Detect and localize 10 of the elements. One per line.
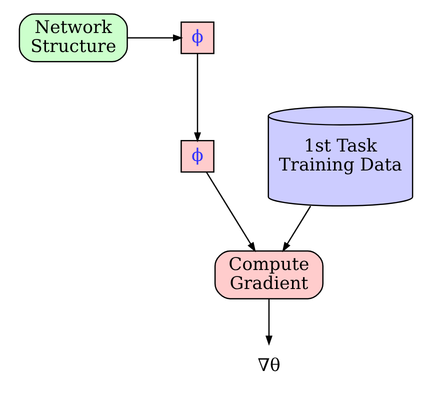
node-box: Network Structure: [18, 12, 128, 62]
arrow: [194, 53, 202, 142]
arrow: [282, 205, 312, 252]
arrow: [128, 34, 184, 41]
node-text: ∇θ: [258, 356, 280, 376]
arrow: [206, 171, 256, 252]
node-box: Compute Gradient: [214, 250, 324, 299]
node-box: ϕ: [180, 140, 214, 172]
node-box: ϕ: [180, 21, 214, 54]
arrow: [265, 298, 272, 346]
